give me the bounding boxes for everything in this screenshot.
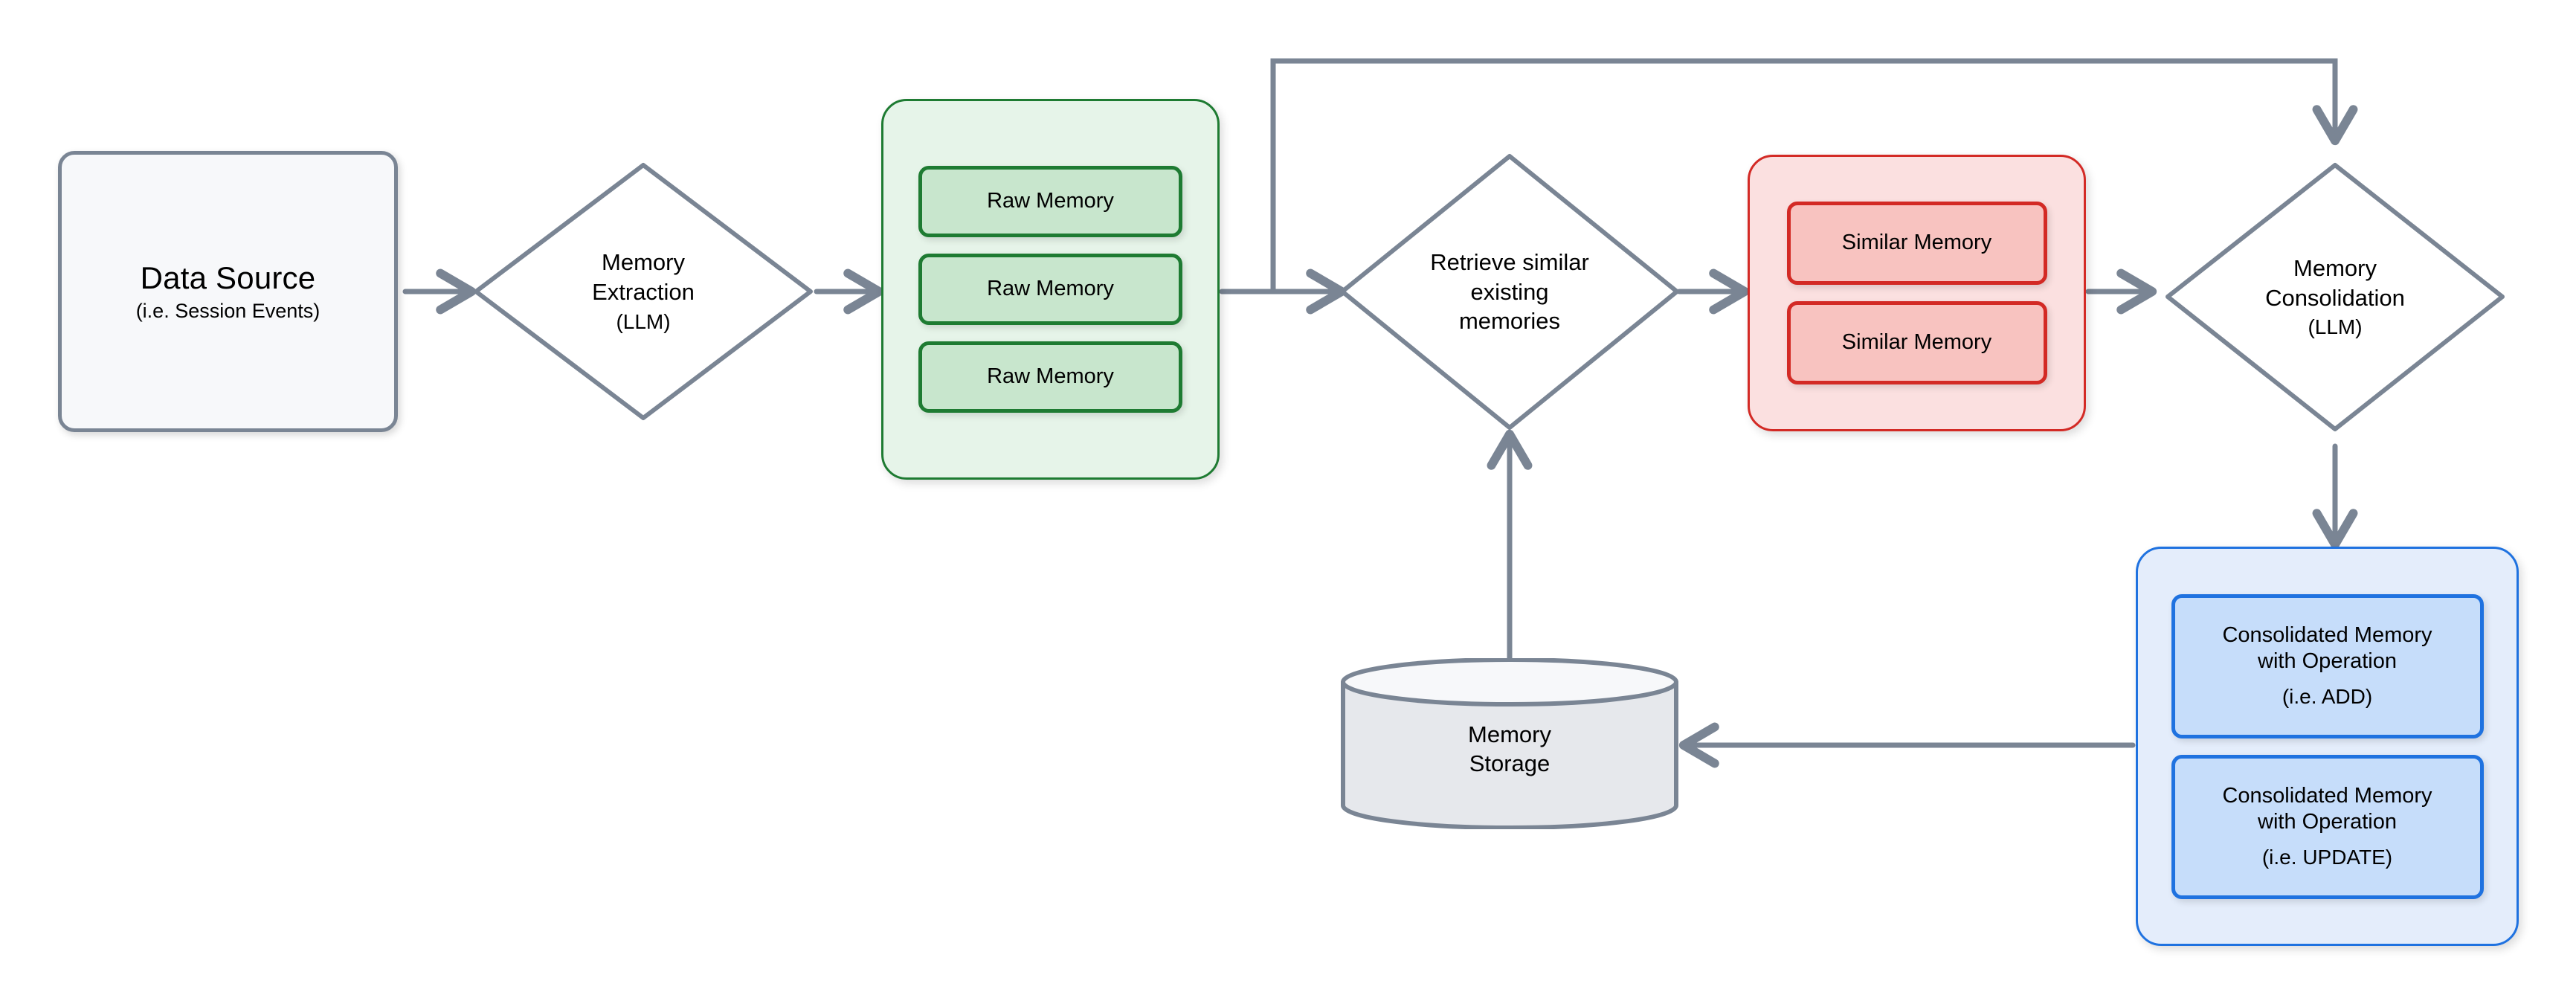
- chip-raw-memory[interactable]: Raw Memory: [918, 166, 1182, 237]
- cylinder-shape: [1341, 658, 1678, 829]
- diamond-shape: [1340, 154, 1679, 430]
- memory-consolidation-line2: Consolidation: [2265, 284, 2405, 311]
- group-raw-memory: Raw Memory Raw Memory Raw Memory: [881, 99, 1220, 480]
- memory-extraction-line2: Extraction: [592, 279, 695, 306]
- diamond-shape: [2166, 163, 2505, 431]
- diamond-shape: [474, 163, 813, 420]
- memory-storage-line1: Memory: [1468, 721, 1551, 748]
- retrieve-similar-line1: Retrieve similar: [1430, 248, 1589, 275]
- node-data-source[interactable]: Data Source (i.e. Session Events): [58, 151, 398, 432]
- group-similar-memory: Similar Memory Similar Memory: [1748, 155, 2086, 431]
- memory-extraction-label: Memory Extraction (LLM): [468, 158, 818, 425]
- memory-consolidation-label: Memory Consolidation (LLM): [2160, 158, 2510, 437]
- retrieve-similar-label: Retrieve similar existing memories: [1335, 149, 1684, 435]
- memory-storage-line2: Storage: [1469, 750, 1551, 776]
- retrieve-similar-line3: memories: [1458, 308, 1561, 335]
- data-source-subtitle: (i.e. Session Events): [135, 299, 321, 322]
- chip-raw-memory[interactable]: Raw Memory: [918, 254, 1182, 325]
- node-memory-consolidation[interactable]: Memory Consolidation (LLM): [2160, 158, 2510, 437]
- memory-storage-label: Memory Storage: [1339, 658, 1681, 829]
- chip-similar-memory[interactable]: Similar Memory: [1786, 301, 2047, 384]
- consolidated-memory-operation: (i.e. UPDATE): [2261, 845, 2393, 869]
- memory-consolidation-line1: Memory: [2293, 254, 2377, 281]
- memory-extraction-subtitle: (LLM): [616, 309, 671, 333]
- node-memory-extraction[interactable]: Memory Extraction (LLM): [468, 158, 818, 425]
- consolidated-memory-line2: with Operation: [2258, 649, 2397, 674]
- retrieve-similar-line2: existing: [1470, 278, 1549, 305]
- consolidated-memory-line1: Consolidated Memory: [2222, 784, 2432, 808]
- raw-memory-label: Raw Memory: [987, 277, 1114, 301]
- consolidated-memory-line1: Consolidated Memory: [2222, 623, 2432, 648]
- consolidated-memory-operation: (i.e. ADD): [2282, 684, 2373, 708]
- data-source-title: Data Source: [140, 260, 316, 295]
- chip-similar-memory[interactable]: Similar Memory: [1786, 202, 2047, 285]
- consolidated-memory-line2: with Operation: [2258, 810, 2397, 834]
- chip-raw-memory[interactable]: Raw Memory: [918, 341, 1182, 413]
- raw-memory-label: Raw Memory: [987, 189, 1114, 213]
- group-consolidated-memory: Consolidated Memory with Operation (i.e.…: [2136, 547, 2519, 946]
- memory-extraction-line1: Memory: [602, 249, 685, 276]
- chip-consolidated-memory-add[interactable]: Consolidated Memory with Operation (i.e.…: [2171, 593, 2484, 738]
- node-retrieve-similar-memories[interactable]: Retrieve similar existing memories: [1335, 149, 1684, 435]
- memory-consolidation-subtitle: (LLM): [2308, 315, 2363, 339]
- node-memory-storage[interactable]: Memory Storage: [1339, 658, 1681, 829]
- similar-memory-label: Similar Memory: [1841, 330, 1992, 355]
- similar-memory-label: Similar Memory: [1841, 231, 1992, 255]
- chip-consolidated-memory-update[interactable]: Consolidated Memory with Operation (i.e.…: [2171, 754, 2484, 899]
- raw-memory-label: Raw Memory: [987, 364, 1114, 389]
